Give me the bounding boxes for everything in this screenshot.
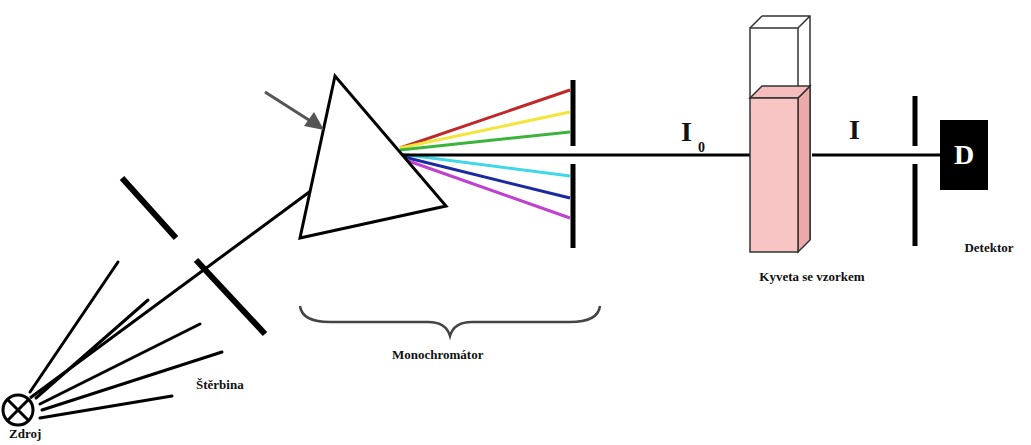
intensity-symbol: I bbox=[681, 118, 692, 146]
slit-jaw bbox=[913, 96, 918, 146]
node-caption: Kyveta se vzorkem bbox=[759, 270, 864, 284]
pointer-line bbox=[265, 92, 312, 122]
monochromatic-beam bbox=[400, 154, 750, 157]
slit-jaw bbox=[913, 164, 918, 246]
pointer-head bbox=[304, 112, 324, 130]
part-label: Monochromátor bbox=[392, 348, 483, 361]
intensity-symbol: I bbox=[849, 116, 860, 144]
intensity-subscript: 0 bbox=[698, 141, 705, 155]
light-ray bbox=[40, 324, 200, 404]
cyan-ray bbox=[400, 154, 570, 176]
cuvette-outline bbox=[750, 16, 812, 252]
green-ray bbox=[400, 132, 570, 150]
detector-node: DDetektor bbox=[940, 120, 988, 190]
sample-liquid bbox=[750, 98, 798, 252]
monochromator-brace bbox=[300, 306, 600, 336]
part-label: Štěrbina bbox=[196, 378, 244, 391]
slit-jaw bbox=[571, 80, 576, 146]
detector-box bbox=[940, 120, 988, 190]
source-node: Zdroj bbox=[1, 393, 35, 427]
slit-jaw bbox=[571, 164, 576, 248]
entrance-slit bbox=[122, 178, 265, 334]
slit-jaw bbox=[196, 260, 265, 334]
yellow-ray bbox=[400, 112, 570, 148]
prism-pointer-arrow bbox=[265, 92, 324, 130]
lamp-cross bbox=[8, 400, 29, 421]
detector-letter: D bbox=[954, 140, 974, 171]
light-ray bbox=[40, 396, 172, 418]
detector-slit bbox=[913, 96, 918, 246]
sample-liquid-top bbox=[750, 86, 810, 98]
light-ray bbox=[36, 300, 148, 398]
exit-slit bbox=[571, 80, 576, 248]
light-beam bbox=[812, 154, 940, 157]
node-caption: Detektor bbox=[964, 241, 1013, 255]
source-rays bbox=[30, 262, 222, 418]
lamp-circle bbox=[3, 395, 33, 425]
sample-liquid-side bbox=[798, 86, 810, 252]
node-caption: Zdroj bbox=[9, 427, 41, 441]
prism bbox=[300, 76, 446, 238]
red-ray bbox=[400, 90, 570, 148]
source-outline bbox=[1, 393, 35, 427]
slit-jaw bbox=[122, 178, 176, 238]
cuvette-node: Kyveta se vzorkem bbox=[750, 16, 812, 252]
main-beam bbox=[30, 190, 312, 398]
